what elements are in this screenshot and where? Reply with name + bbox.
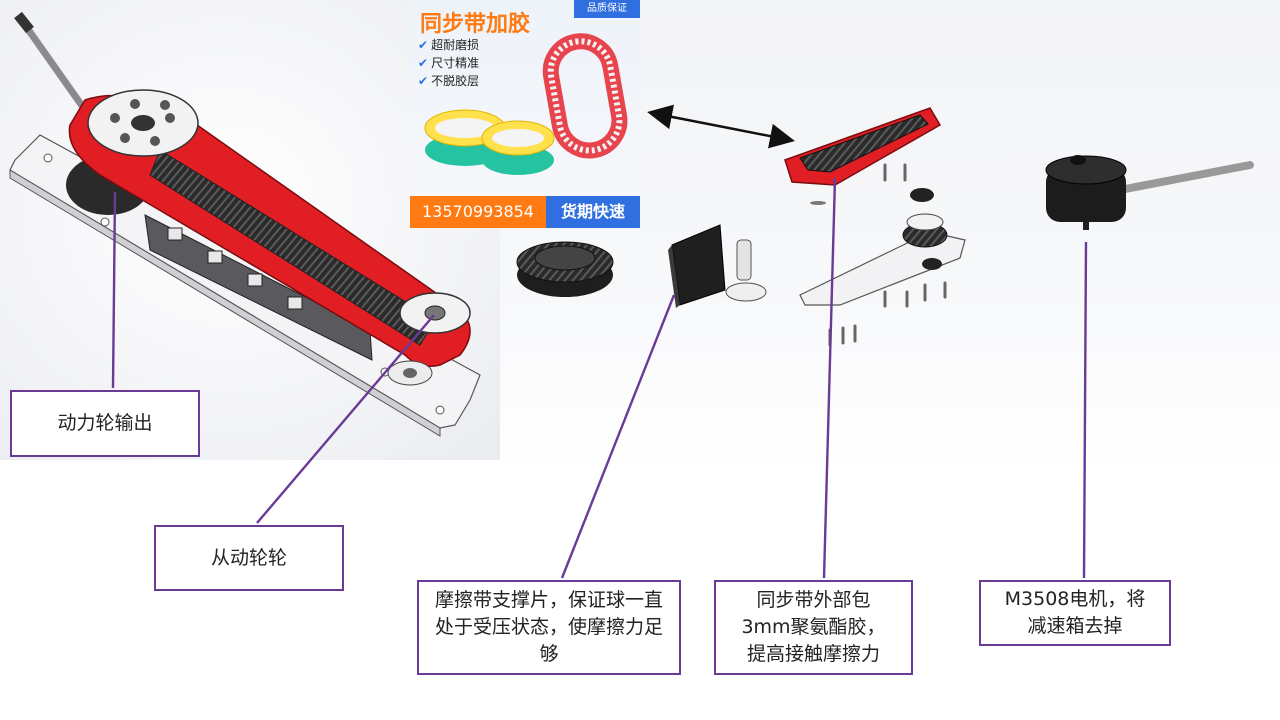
ad-title: 同步带加胶 bbox=[420, 12, 531, 37]
coated-belt-segment bbox=[784, 107, 942, 186]
ad-feature: ✔不脱胶层 bbox=[418, 74, 480, 88]
leader-driven-wheel bbox=[256, 314, 435, 524]
callout-support-plate: 摩擦带支撑片，保证球一直处于受压状态，使摩擦力足够 bbox=[417, 580, 681, 675]
ad-feature-list: ✔超耐磨损 ✔尺寸精准 ✔不脱胶层 bbox=[418, 36, 479, 90]
quality-tag: 品质保证 bbox=[574, 0, 640, 18]
callout-leaders bbox=[111, 177, 1088, 579]
ad-feature: ✔超耐磨损 bbox=[418, 38, 480, 52]
loose-pulley bbox=[516, 241, 614, 297]
callout-drive-wheel: 动力轮输出 bbox=[10, 390, 200, 457]
leader-support-plate bbox=[560, 294, 676, 579]
product-ad: 品质保证 同步带加胶 ✔超耐磨损 ✔尺寸精准 ✔不脱胶层 13570993854… bbox=[410, 0, 640, 228]
assembled-drive-unit bbox=[9, 11, 481, 437]
belt-support-plate bbox=[668, 224, 767, 308]
belt-samples-image bbox=[424, 33, 628, 175]
bracket-plate bbox=[799, 163, 966, 347]
check-icon: ✔ bbox=[418, 56, 429, 70]
leader-drive-wheel bbox=[111, 191, 117, 389]
leader-motor bbox=[1082, 241, 1088, 579]
callout-driven-wheel: 从动轮轮 bbox=[154, 525, 344, 591]
callout-motor: M3508电机，将减速箱去掉 bbox=[979, 580, 1171, 646]
leader-belt-coating bbox=[822, 177, 837, 579]
check-icon: ✔ bbox=[418, 38, 429, 52]
ad-feature: ✔尺寸精准 bbox=[418, 56, 480, 70]
ad-phone-number: 13570993854 bbox=[410, 196, 546, 228]
m3508-motor bbox=[1045, 155, 1254, 230]
check-icon: ✔ bbox=[418, 74, 429, 88]
callout-belt-coating: 同步带外部包3mm聚氨酯胶，提高接触摩擦力 bbox=[714, 580, 913, 675]
reference-arrow bbox=[647, 104, 795, 149]
ad-delivery-label: 货期快速 bbox=[546, 196, 640, 228]
